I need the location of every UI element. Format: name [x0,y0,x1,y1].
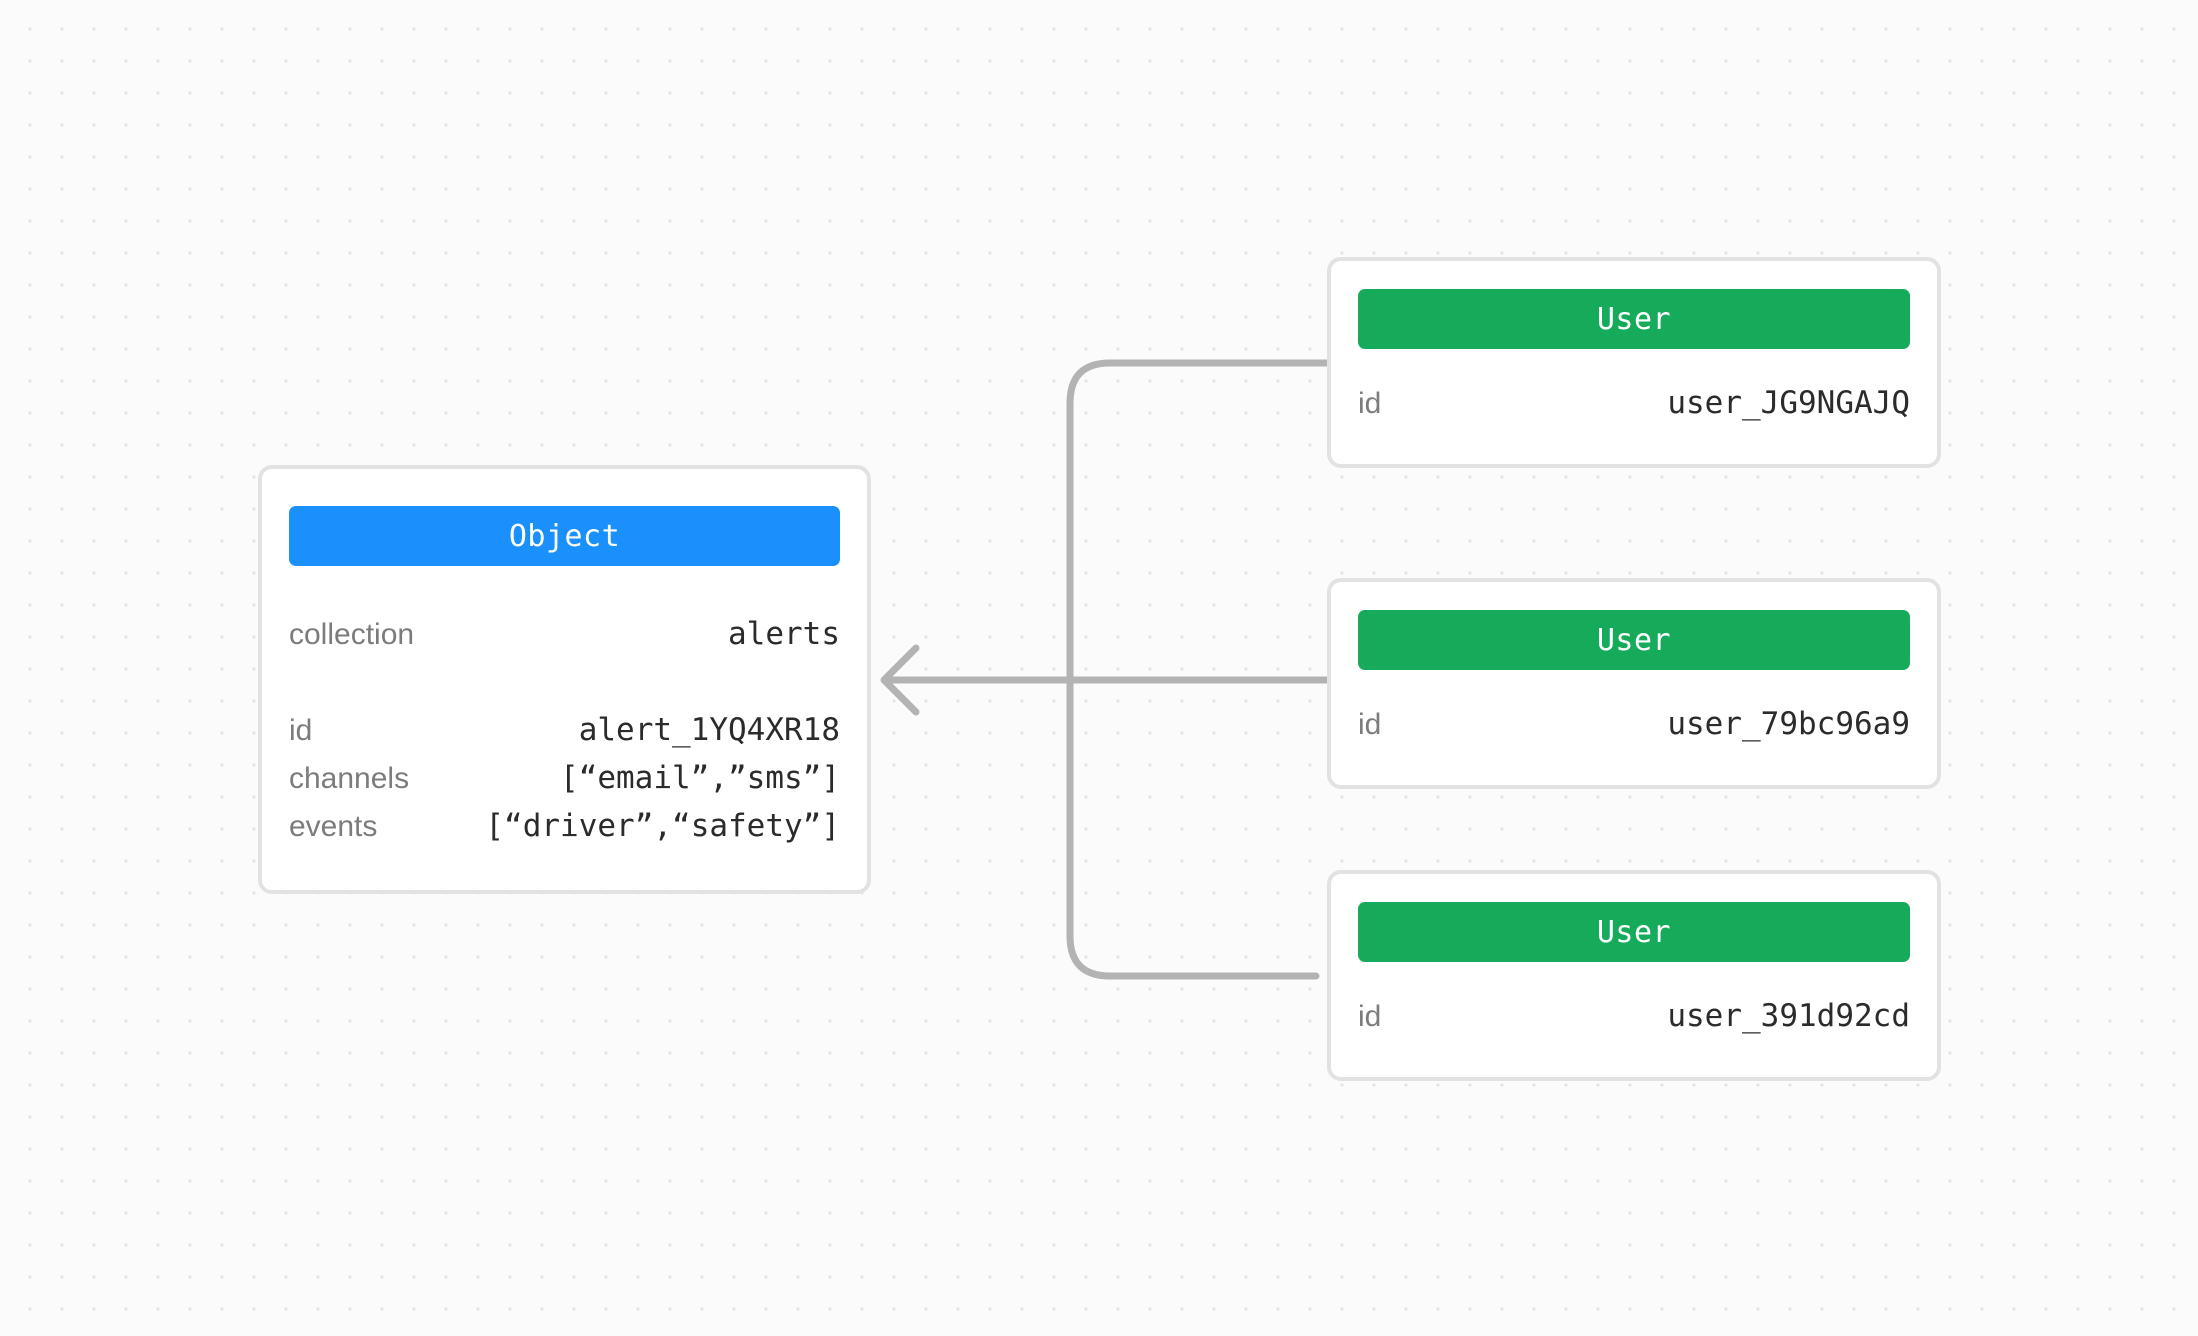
field-row-collection: collection alerts [289,619,840,667]
user-node-type-label: User [1596,914,1672,950]
field-value-id: user_JG9NGAJQ [1667,385,1910,421]
field-value-id: user_79bc96a9 [1667,706,1910,742]
field-label-id: id [1358,387,1382,420]
user-node-fields: id user_391d92cd [1358,1001,1910,1045]
field-row-id: id user_391d92cd [1358,1001,1910,1045]
field-row-id: id user_JG9NGAJQ [1358,388,1910,432]
user-node-card[interactable]: User id user_391d92cd [1327,870,1941,1081]
field-label-collection: collection [289,618,415,651]
field-value-id: alert_1YQ4XR18 [578,712,840,748]
user-node-fields: id user_79bc96a9 [1358,709,1910,753]
field-value-id: user_391d92cd [1667,998,1910,1034]
object-node-card[interactable]: Object collection alerts id alert_1YQ4XR… [258,465,871,894]
user-node-type-label: User [1596,301,1672,337]
field-row-channels: channels [“email”,”sms”] [289,763,840,811]
edge-arrowhead-icon [880,644,920,716]
edge-user-2 [1066,676,1320,980]
user-node-card[interactable]: User id user_JG9NGAJQ [1327,257,1941,468]
field-label-id: id [1358,708,1382,741]
user-node-fields: id user_JG9NGAJQ [1358,388,1910,432]
object-node-fields: collection alerts id alert_1YQ4XR18 chan… [289,619,840,859]
user-node-header: User [1358,289,1910,349]
field-row-id: id user_79bc96a9 [1358,709,1910,753]
field-row-id: id alert_1YQ4XR18 [289,715,840,763]
user-node-type-label: User [1596,622,1672,658]
field-label-events: events [289,810,378,843]
field-value-channels: [“email”,”sms”] [560,760,840,796]
edge-user-0 [1066,359,1337,684]
field-label-id: id [289,714,313,747]
object-node-type-label: Object [508,518,621,554]
user-node-card[interactable]: User id user_79bc96a9 [1327,578,1941,789]
field-group-divider [289,667,840,715]
field-value-collection: alerts [728,616,840,652]
field-value-events: [“driver”,“safety”] [485,808,840,844]
field-label-channels: channels [289,762,410,795]
user-node-header: User [1358,610,1910,670]
user-node-header: User [1358,902,1910,962]
field-row-events: events [“driver”,“safety”] [289,811,840,859]
field-label-id: id [1358,1000,1382,1033]
object-node-header: Object [289,506,840,566]
